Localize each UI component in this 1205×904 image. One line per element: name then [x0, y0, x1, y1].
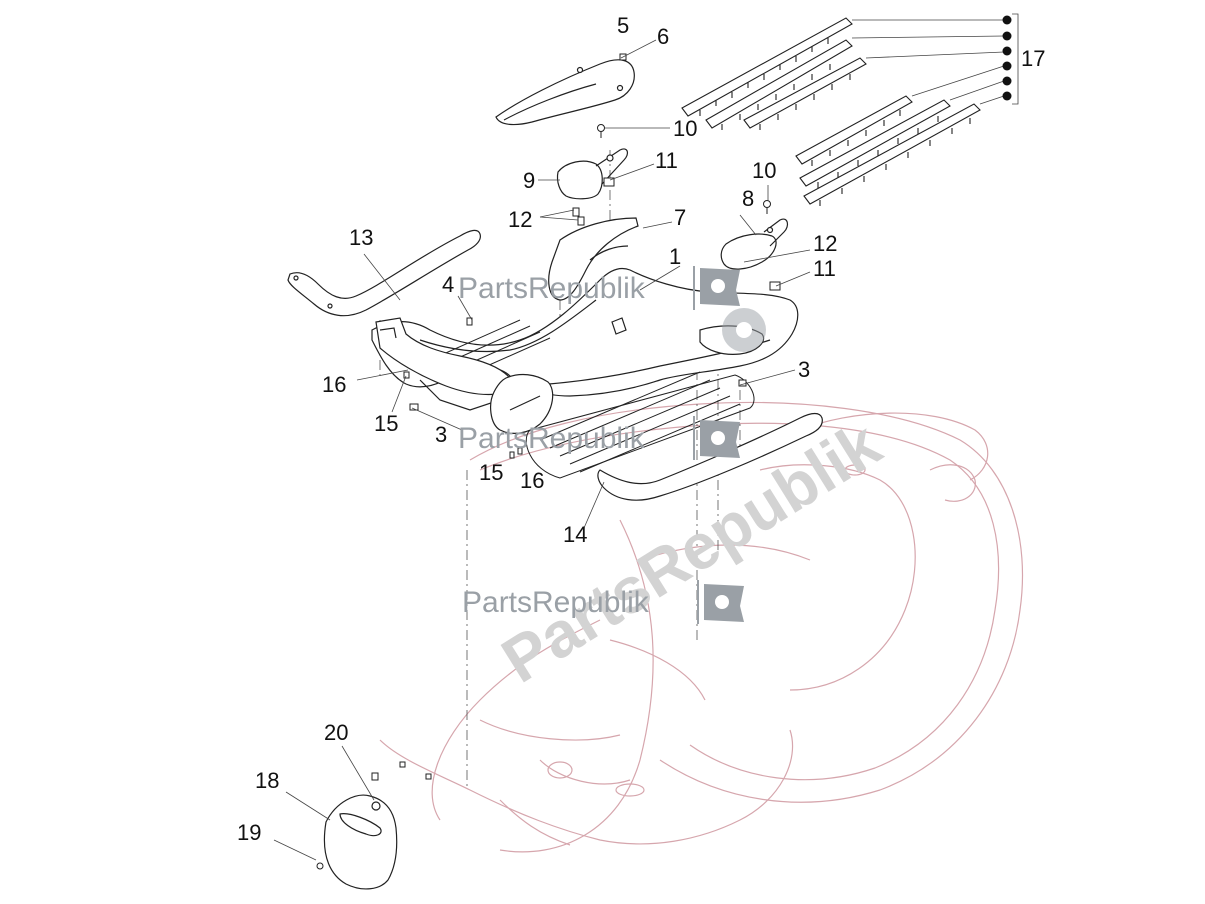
part-13-left-rail: [287, 229, 481, 317]
callout-8: 8: [742, 186, 754, 211]
watermark-2: PartsRepublik: [458, 422, 646, 455]
callout-11-right: 11: [813, 256, 836, 281]
callout-19: 19: [237, 820, 261, 845]
leader-lines: [273, 39, 811, 861]
part-5-top-cover: [495, 59, 635, 126]
part-19-screw: [316, 862, 324, 870]
part-10-screw-right: [763, 200, 771, 214]
part-8-bracket: [720, 218, 789, 270]
part-17-leaders: [851, 13, 1019, 105]
callout-15-center: 15: [479, 460, 503, 485]
callout-10-top: 10: [673, 116, 697, 141]
callout-3-right: 3: [798, 357, 810, 382]
part-20-screw: [371, 761, 432, 781]
callout-14: 14: [563, 522, 587, 547]
part-11-clip: [603, 177, 781, 291]
callout-10-right: 10: [752, 158, 776, 183]
callout-3-left: 3: [435, 422, 447, 447]
callout-12-left: 12: [508, 207, 532, 232]
callout-9: 9: [523, 168, 535, 193]
callout-5: 5: [617, 13, 629, 38]
callout-16-center: 16: [520, 468, 544, 493]
part-18-bottom-panel: [323, 794, 398, 890]
callout-15-left: 15: [374, 411, 398, 436]
floor-mat-left: [429, 319, 551, 379]
callout-12-right: 12: [813, 231, 837, 256]
callout-6: 6: [657, 24, 669, 49]
gear-flag-icon: [700, 268, 766, 622]
callout-13: 13: [349, 225, 373, 250]
part-10-screw: [597, 124, 605, 138]
part-9-bracket: [556, 148, 629, 200]
side-frame-center: [490, 373, 554, 434]
part-17-dots: [1002, 15, 1012, 101]
callout-16-left: 16: [322, 372, 346, 397]
watermark-3: PartsRepublik: [462, 586, 650, 619]
callout-17: 17: [1021, 46, 1045, 71]
callout-20: 20: [324, 720, 348, 745]
callout-7: 7: [674, 205, 686, 230]
watermark-1: PartsRepublik: [458, 272, 646, 305]
part-7-center-frame: [548, 217, 639, 301]
callout-1: 1: [669, 244, 681, 269]
part-17-strips: [681, 17, 981, 206]
fasteners: [403, 317, 747, 459]
callout-labels: 5 6 10 11 10 9 12 7 8 13 12 1 11 4 3 16 …: [237, 13, 1045, 845]
callout-11-top: 11: [655, 148, 678, 173]
callout-18: 18: [255, 768, 279, 793]
scooter-body-ghost: [379, 401, 1024, 853]
callout-4: 4: [442, 272, 454, 297]
part-14-right-rail: [597, 412, 823, 501]
